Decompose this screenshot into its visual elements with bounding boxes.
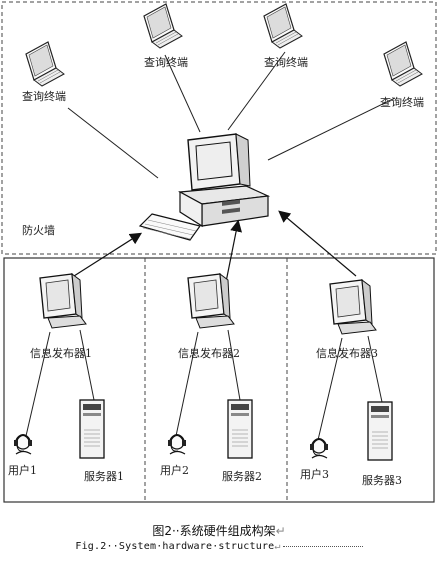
- link-terminal-4: [267, 97, 396, 161]
- publisher-label-2: 信息发布器2: [178, 346, 240, 360]
- query-terminal-label-3: 查询终端: [264, 55, 308, 69]
- query-terminal-laptop-2: [143, 3, 183, 49]
- server-tower-3: [367, 401, 393, 461]
- query-terminal-label-1: 查询终端: [22, 89, 66, 103]
- user-label-2: 用户2: [160, 463, 189, 477]
- figure-caption-en: Fig.2··System·hardware·structure↵: [0, 541, 438, 552]
- publisher-zone-border: [3, 257, 435, 503]
- firewall-label: 防火墙: [22, 223, 55, 237]
- arrow-publisher-2: [225, 219, 243, 283]
- server-label-3: 服务器3: [362, 474, 402, 487]
- system-hardware-diagram: 查询终端 查询终端 查询终端 查询终端 防火墙 信息发布器1 信息发布器2 信息…: [1, 1, 437, 503]
- query-terminal-label-2: 查询终端: [144, 55, 188, 69]
- link-pub1-user1: [25, 331, 51, 437]
- user-headset-3: [309, 438, 329, 459]
- paragraph-mark: ↵: [274, 541, 281, 552]
- figure-caption-cn: 图2··系统硬件组成构架↵: [0, 522, 438, 539]
- paragraph-mark: ↵: [275, 524, 286, 538]
- arrow-publisher-3: [278, 210, 357, 277]
- link-pub3-server3: [367, 335, 383, 403]
- firewall-zone-border: [1, 1, 437, 255]
- server-tower-2: [227, 399, 253, 459]
- caption-cn-text: 图2··系统硬件组成构架: [152, 524, 276, 538]
- publisher-monitor-2: [187, 273, 235, 329]
- central-computer: [139, 133, 269, 241]
- query-terminal-label-4: 查询终端: [380, 95, 424, 109]
- link-terminal-1: [67, 107, 159, 179]
- user-headset-1: [13, 434, 33, 455]
- server-label-2: 服务器2: [222, 470, 262, 483]
- dotted-leader: [282, 546, 363, 547]
- link-terminal-2: [164, 54, 201, 133]
- server-tower-1: [79, 399, 105, 459]
- publisher-label-3: 信息发布器3: [316, 346, 378, 360]
- link-pub2-user2: [175, 331, 199, 437]
- link-pub3-user3: [317, 337, 343, 441]
- publisher-label-1: 信息发布器1: [30, 346, 92, 360]
- query-terminal-laptop-3: [263, 3, 303, 49]
- user-headset-2: [167, 434, 187, 455]
- server-label-1: 服务器1: [84, 470, 124, 483]
- query-terminal-laptop-4: [383, 41, 423, 87]
- link-terminal-3: [227, 51, 286, 131]
- query-terminal-laptop-1: [25, 41, 65, 87]
- publisher-monitor-3: [329, 279, 377, 335]
- link-pub1-server1: [79, 329, 95, 401]
- publisher-monitor-1: [39, 273, 87, 329]
- link-pub2-server2: [227, 329, 241, 401]
- user-label-1: 用户1: [8, 463, 37, 477]
- arrow-publisher-1: [73, 232, 143, 277]
- user-label-3: 用户3: [300, 467, 329, 481]
- caption-en-text: Fig.2··System·hardware·structure: [75, 541, 275, 552]
